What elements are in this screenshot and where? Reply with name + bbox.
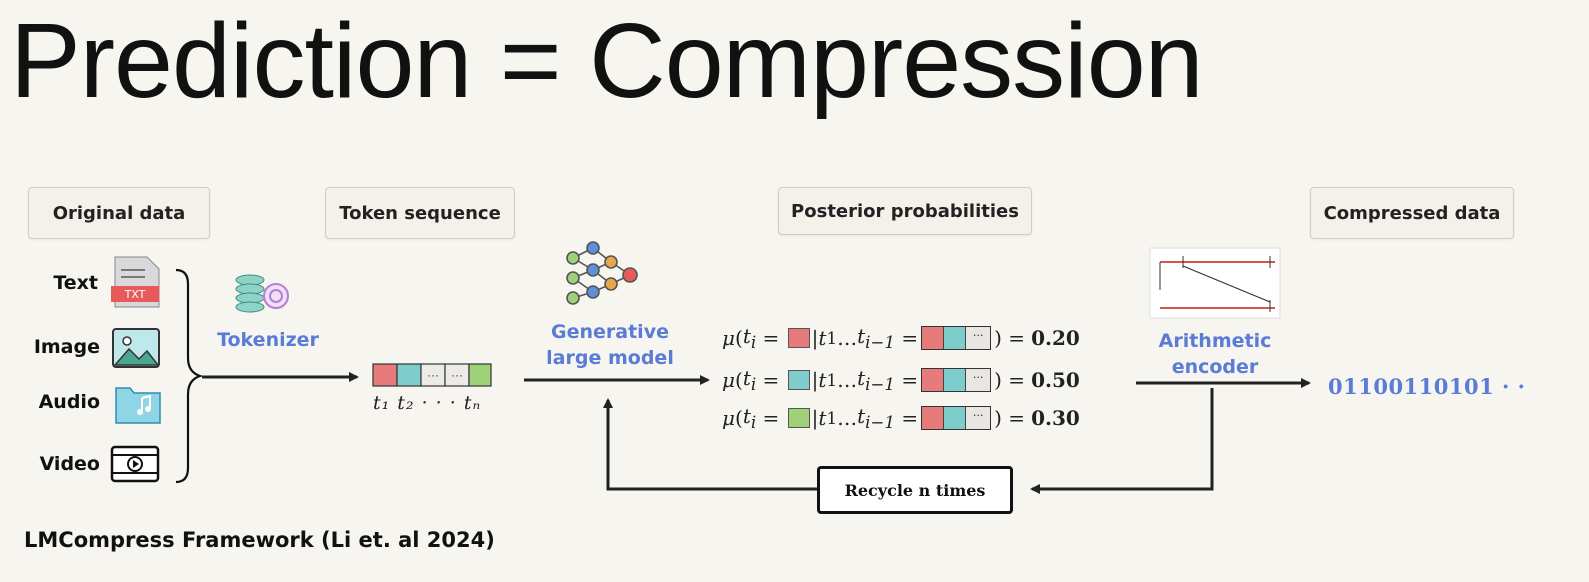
equation-token-swatch bbox=[787, 328, 810, 348]
arithmetic-encoder-icon bbox=[1149, 247, 1281, 319]
probability-value: 0.20 bbox=[1031, 326, 1080, 350]
audio-folder-icon bbox=[115, 387, 161, 424]
probability-value: 0.50 bbox=[1031, 368, 1080, 392]
model-label: Generative large model bbox=[530, 319, 690, 371]
svg-text:···: ··· bbox=[427, 368, 439, 382]
compressed-bitstream: 01100110101 · · bbox=[1328, 374, 1526, 399]
probability-value: 0.30 bbox=[1031, 406, 1080, 430]
arrow-recycle-to-model bbox=[603, 398, 817, 491]
label-token-sequence: Token sequence bbox=[325, 187, 515, 239]
model-label-line2: large model bbox=[546, 347, 674, 369]
figure-caption: LMCompress Framework (Li et. al 2024) bbox=[24, 528, 495, 552]
label-compressed-data: Compressed data bbox=[1310, 187, 1514, 239]
data-type-video: Video bbox=[39, 453, 100, 475]
recycle-box: Recycle n times bbox=[817, 466, 1013, 514]
data-type-image: Image bbox=[33, 336, 100, 358]
label-posterior-probabilities: Posterior probabilities bbox=[778, 187, 1032, 235]
grouping-brace bbox=[175, 268, 204, 484]
label-original-data: Original data bbox=[28, 187, 210, 239]
encoder-label: Arithmetic encoder bbox=[1140, 328, 1290, 380]
text-file-icon: TXT bbox=[111, 256, 160, 308]
context-swatches: ··· bbox=[921, 368, 992, 392]
page-title: Prediction = Compression bbox=[10, 2, 1204, 120]
txt-badge: TXT bbox=[124, 288, 146, 301]
video-icon bbox=[110, 445, 160, 483]
neural-network-icon bbox=[566, 241, 638, 305]
token-sequence-caption: t₁ t₂ · · · tₙ bbox=[373, 392, 482, 414]
data-type-text: Text bbox=[53, 272, 98, 294]
svg-text:···: ··· bbox=[451, 368, 463, 382]
tokenizer-label: Tokenizer bbox=[217, 329, 319, 351]
image-icon bbox=[112, 328, 160, 368]
context-swatches: ··· bbox=[921, 406, 992, 430]
arrow-feedback-to-recycle bbox=[1030, 388, 1214, 494]
equation-token-swatch bbox=[787, 408, 810, 428]
encoder-label-line2: encoder bbox=[1171, 356, 1259, 378]
token-sequence-strip: ··· ··· bbox=[372, 363, 492, 387]
equation-token-swatch bbox=[787, 370, 810, 390]
model-label-line1: Generative bbox=[551, 321, 669, 343]
context-swatches: ··· bbox=[921, 326, 992, 350]
encoder-label-line1: Arithmetic bbox=[1158, 330, 1272, 352]
data-type-audio: Audio bbox=[38, 391, 100, 413]
tokenizer-icon bbox=[235, 274, 289, 313]
